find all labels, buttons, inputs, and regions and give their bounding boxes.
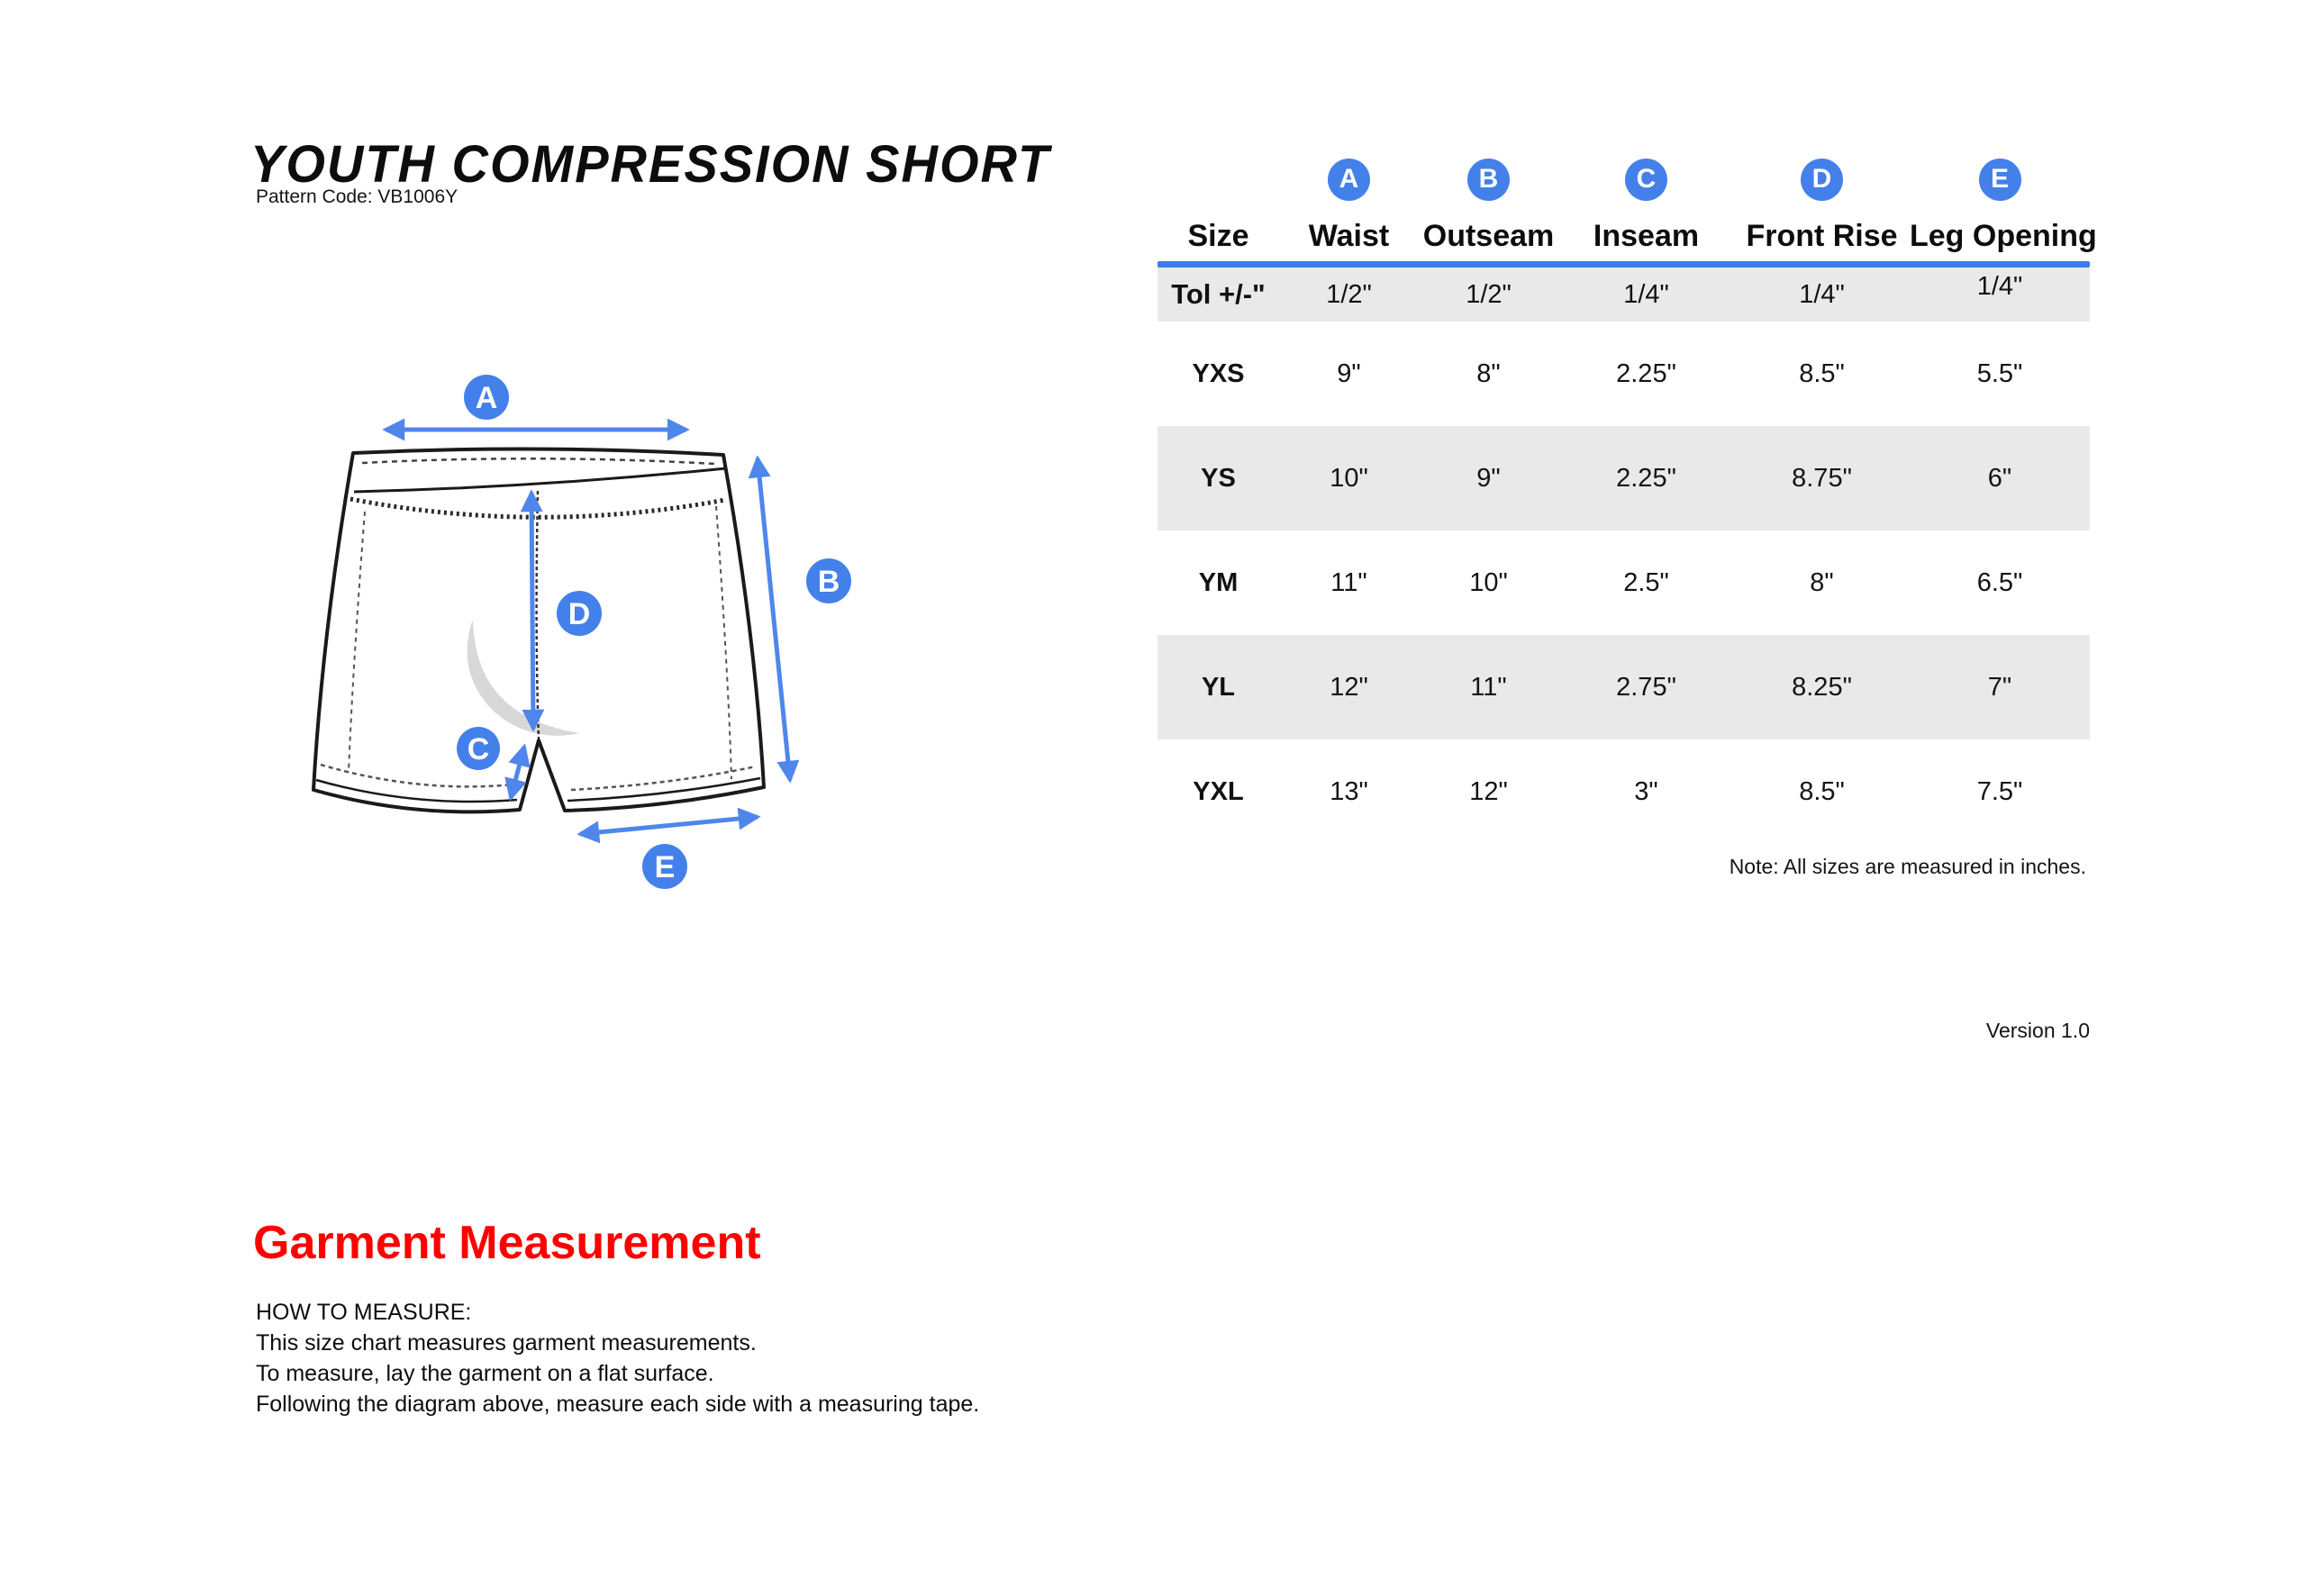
- tolerance-value: 1/4": [1976, 271, 2023, 301]
- measurement-value: 8": [1810, 567, 1834, 597]
- measurement-value: 7": [1987, 672, 2012, 702]
- how-to-measure-title: HOW TO MEASURE:: [256, 1300, 472, 1325]
- size-label: YXL: [1193, 776, 1244, 806]
- measure-arrows: [382, 418, 800, 844]
- instruction-line: Following the diagram above, measure eac…: [256, 1392, 980, 1417]
- measurement-value: 2.25": [1616, 358, 1676, 388]
- tolerance-value: 1/2": [1326, 279, 1372, 309]
- size-label: YXS: [1192, 358, 1245, 388]
- tolerance-value: 1/4": [1799, 279, 1845, 309]
- table-note: Note: All sizes are measured in inches.: [1729, 855, 2086, 878]
- measurement-value: 2.25": [1616, 463, 1676, 493]
- measurement-value: 2.5": [1623, 567, 1669, 597]
- column-header-inseam: Inseam: [1593, 218, 1700, 253]
- measurement-value: 8": [1476, 358, 1501, 388]
- how-to-measure-block: HOW TO MEASURE: This size chart measures…: [256, 1297, 979, 1419]
- column-badge-d: D: [1801, 158, 1843, 201]
- size-row-yl: YL 12" 11" 2.75" 8.25" 7": [1158, 635, 2090, 739]
- diagram-badges: A B C D E: [457, 375, 851, 889]
- measurement-value: 3": [1634, 776, 1658, 806]
- measurement-value: 10": [1330, 463, 1368, 493]
- shorts-outline: [312, 447, 766, 814]
- outseam-arrow: [748, 455, 800, 784]
- measurement-value: 8.25": [1792, 672, 1852, 702]
- size-row-yxl: YXL 13" 12" 3" 8.5" 7.5": [1158, 739, 2090, 844]
- measurement-value: 6.5": [1976, 567, 2023, 597]
- diagram-badge-a: A: [476, 381, 498, 415]
- column-badge-b: B: [1467, 158, 1510, 201]
- tolerance-label: Tol +/-": [1171, 278, 1266, 310]
- section-heading: Garment Measurement: [253, 1217, 761, 1269]
- measurement-value: 7.5": [1976, 776, 2023, 806]
- measurement-value: 8.5": [1799, 358, 1845, 388]
- measurement-value: 11": [1330, 567, 1367, 597]
- header-divider: [1158, 261, 2090, 268]
- measurement-value: 12": [1469, 776, 1508, 806]
- front-rise-arrow: [520, 489, 545, 732]
- measurement-value: 12": [1330, 672, 1368, 702]
- shorts-diagram-image: A B C D E: [312, 375, 851, 889]
- measurement-value: 11": [1470, 672, 1507, 702]
- table-header-row: Size Waist Outseam Inseam Front Rise Leg…: [1158, 211, 2097, 261]
- column-header-outseam: Outseam: [1422, 218, 1555, 253]
- measurement-value: 9": [1337, 358, 1361, 388]
- measurement-value: 9": [1476, 463, 1501, 493]
- inseam-arrow: [504, 743, 531, 802]
- column-header-waist: Waist: [1308, 218, 1390, 253]
- leg-opening-arrow: [576, 807, 761, 844]
- table-badge-row: A B C D E: [1158, 148, 2090, 211]
- measurement-value: 8.5": [1799, 776, 1845, 806]
- measurement-value: 13": [1330, 776, 1368, 806]
- column-badge-c: C: [1625, 158, 1667, 201]
- measurement-value: 8.75": [1792, 463, 1852, 493]
- size-row-ys: YS 10" 9" 2.25" 8.75" 6": [1158, 426, 2090, 530]
- fabric-shade: [467, 620, 579, 736]
- column-badge-a: A: [1328, 158, 1370, 201]
- pattern-code: Pattern Code: VB1006Y: [256, 186, 458, 207]
- column-header-front-rise: Front Rise: [1746, 218, 1898, 253]
- instruction-line: This size chart measures garment measure…: [256, 1330, 757, 1356]
- version-label: Version 1.0: [1985, 1019, 2090, 1042]
- size-label: YS: [1201, 463, 1236, 493]
- size-row-ym: YM 11" 10" 2.5" 8" 6.5": [1158, 530, 2090, 635]
- column-header-leg-opening: Leg Opening: [1910, 218, 2097, 253]
- size-row-yxs: YXS 9" 8" 2.25" 8.5" 5.5": [1158, 322, 2090, 426]
- diagram-badge-d: D: [568, 597, 591, 631]
- column-badge-e: E: [1978, 158, 2021, 201]
- measurement-value: 2.75": [1616, 672, 1676, 702]
- size-label: YL: [1201, 672, 1236, 702]
- page-title: YOUTH COMPRESSION SHORT: [250, 134, 1051, 194]
- tolerance-row: Tol +/-" 1/2" 1/2" 1/4" 1/4" 1/4": [1158, 268, 2090, 322]
- diagram-badge-e: E: [655, 850, 676, 884]
- diagram-badge-b: B: [818, 565, 840, 599]
- column-header-size: Size: [1187, 218, 1249, 253]
- tolerance-value: 1/4": [1623, 279, 1669, 309]
- diagram-badge-c: C: [468, 732, 490, 766]
- size-label: YM: [1198, 567, 1239, 597]
- tolerance-value: 1/2": [1466, 279, 1512, 309]
- measurement-value: 10": [1469, 567, 1508, 597]
- measurement-value: 6": [1987, 463, 2012, 493]
- instruction-line: To measure, lay the garment on a flat su…: [256, 1361, 714, 1386]
- size-table: A B C D E Size Waist Outseam Inseam Fron…: [1158, 148, 2097, 879]
- measurement-value: 5.5": [1976, 358, 2023, 388]
